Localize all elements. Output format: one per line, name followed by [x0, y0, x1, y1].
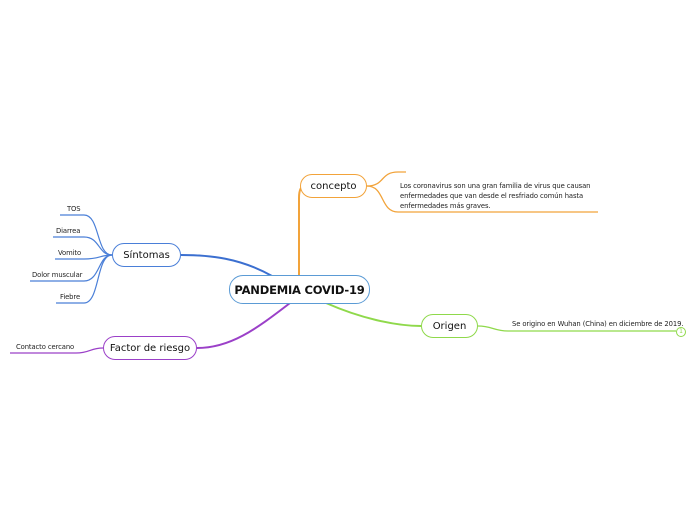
link-concepto — [298, 185, 306, 276]
origen-label: Origen — [432, 320, 467, 332]
topic-sintomas[interactable]: Síntomas — [112, 243, 181, 267]
topic-concepto[interactable]: concepto — [300, 174, 367, 198]
topic-origen[interactable]: Origen — [421, 314, 478, 338]
topic-factor-de-riesgo[interactable]: Factor de riesgo — [103, 336, 197, 360]
leaf-contacto-cercano[interactable]: Contacto cercano — [16, 343, 75, 351]
leaf-diarrea[interactable]: Diarrea — [56, 227, 81, 235]
link-sintomas — [180, 254, 273, 277]
link-concepto-top — [366, 171, 406, 187]
concepto-label: concepto — [310, 180, 357, 192]
link-fiebre — [56, 254, 113, 304]
concepto-text[interactable]: Los coronavirus son una gran familia de … — [400, 182, 591, 210]
link-contacto — [10, 347, 104, 354]
leaf-fiebre[interactable]: Fiebre — [60, 293, 81, 301]
origen-text[interactable]: Se origino en Wuhan (China) en diciembre… — [512, 320, 684, 328]
link-diarrea — [53, 236, 113, 256]
leaf-vomito[interactable]: Vomito — [58, 249, 82, 257]
collapse-toggle[interactable]: 1 — [676, 327, 686, 337]
leaf-dolor-muscular[interactable]: Dolor muscular — [32, 271, 83, 279]
central-label: PANDEMIA COVID-19 — [234, 282, 365, 297]
factor-label: Factor de riesgo — [109, 342, 191, 354]
link-origen-text — [477, 325, 676, 332]
link-concepto-text — [366, 185, 598, 213]
central-node[interactable]: PANDEMIA COVID-19 — [229, 275, 370, 304]
link-factor — [196, 302, 291, 349]
sintomas-label: Síntomas — [123, 249, 170, 261]
leaf-tos[interactable]: TOS — [67, 205, 81, 213]
link-origen — [325, 302, 422, 327]
